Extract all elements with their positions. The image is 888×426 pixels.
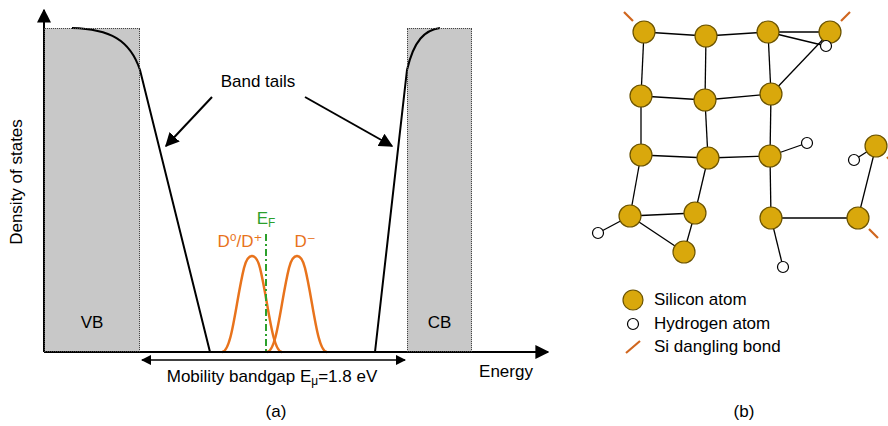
hydrogen-atom <box>778 262 789 273</box>
silicon-atom <box>760 207 782 229</box>
dimension-arrow <box>142 359 405 361</box>
fermi-level-label: EF <box>257 210 276 230</box>
silicon-atom <box>865 135 887 157</box>
defect-label: D⁻ <box>294 233 315 252</box>
legend-label: Hydrogen atom <box>654 315 770 334</box>
dangling-bond <box>869 229 878 238</box>
silicon-atom <box>684 202 706 224</box>
panel-label: (b) <box>734 403 755 422</box>
defect-peak <box>267 256 327 352</box>
band-region: CB <box>407 28 472 352</box>
hydrogen-atom <box>593 228 604 239</box>
band-label: CB <box>428 314 452 333</box>
axis-title: Energy <box>479 363 533 382</box>
conduction-band-fill <box>407 28 472 352</box>
pointer-arrow <box>305 97 392 146</box>
silicon-atom <box>759 145 781 167</box>
silicon-atom <box>695 25 717 47</box>
silicon-atom <box>630 85 652 107</box>
bond <box>771 217 858 218</box>
silicon-atom <box>819 21 841 43</box>
band-region: VB <box>44 28 140 352</box>
legend-label: Silicon atom <box>654 291 747 310</box>
dangling-bond <box>841 12 850 21</box>
band-label: VB <box>81 314 104 333</box>
annotation: Band tails <box>221 73 296 92</box>
axis-title: Density of states <box>8 119 27 245</box>
valence-tail-curve <box>72 28 210 352</box>
hydrogen-atom <box>849 155 860 166</box>
panel-label: (a) <box>266 403 287 422</box>
pointer-arrow <box>166 97 212 146</box>
legend-sample <box>623 290 643 310</box>
hydrogen-atom <box>802 138 813 149</box>
legend-label: Si dangling bond <box>654 338 781 357</box>
valence-band-fill <box>44 28 140 352</box>
defect-peak <box>222 256 282 352</box>
defect-label: D⁰/D⁺ <box>217 233 262 252</box>
bond <box>771 32 830 94</box>
fermi-level-line <box>265 234 267 352</box>
dimension-label: Mobility bandgap Eμ=1.8 eV <box>165 368 380 388</box>
silicon-atom <box>694 89 716 111</box>
silicon-atom <box>633 21 655 43</box>
silicon-atom <box>697 147 719 169</box>
silicon-atom <box>847 207 869 229</box>
hydrogen-atom <box>821 41 832 52</box>
silicon-atom <box>673 241 695 263</box>
silicon-atom <box>757 21 779 43</box>
silicon-atom <box>630 144 652 166</box>
silicon-lattice <box>593 12 888 273</box>
dangling-bond <box>887 157 888 166</box>
legend-sample <box>628 319 639 330</box>
silicon-atom <box>619 205 641 227</box>
silicon-atom <box>760 83 782 105</box>
legend-sample <box>626 341 640 353</box>
dangling-bond <box>624 12 633 21</box>
